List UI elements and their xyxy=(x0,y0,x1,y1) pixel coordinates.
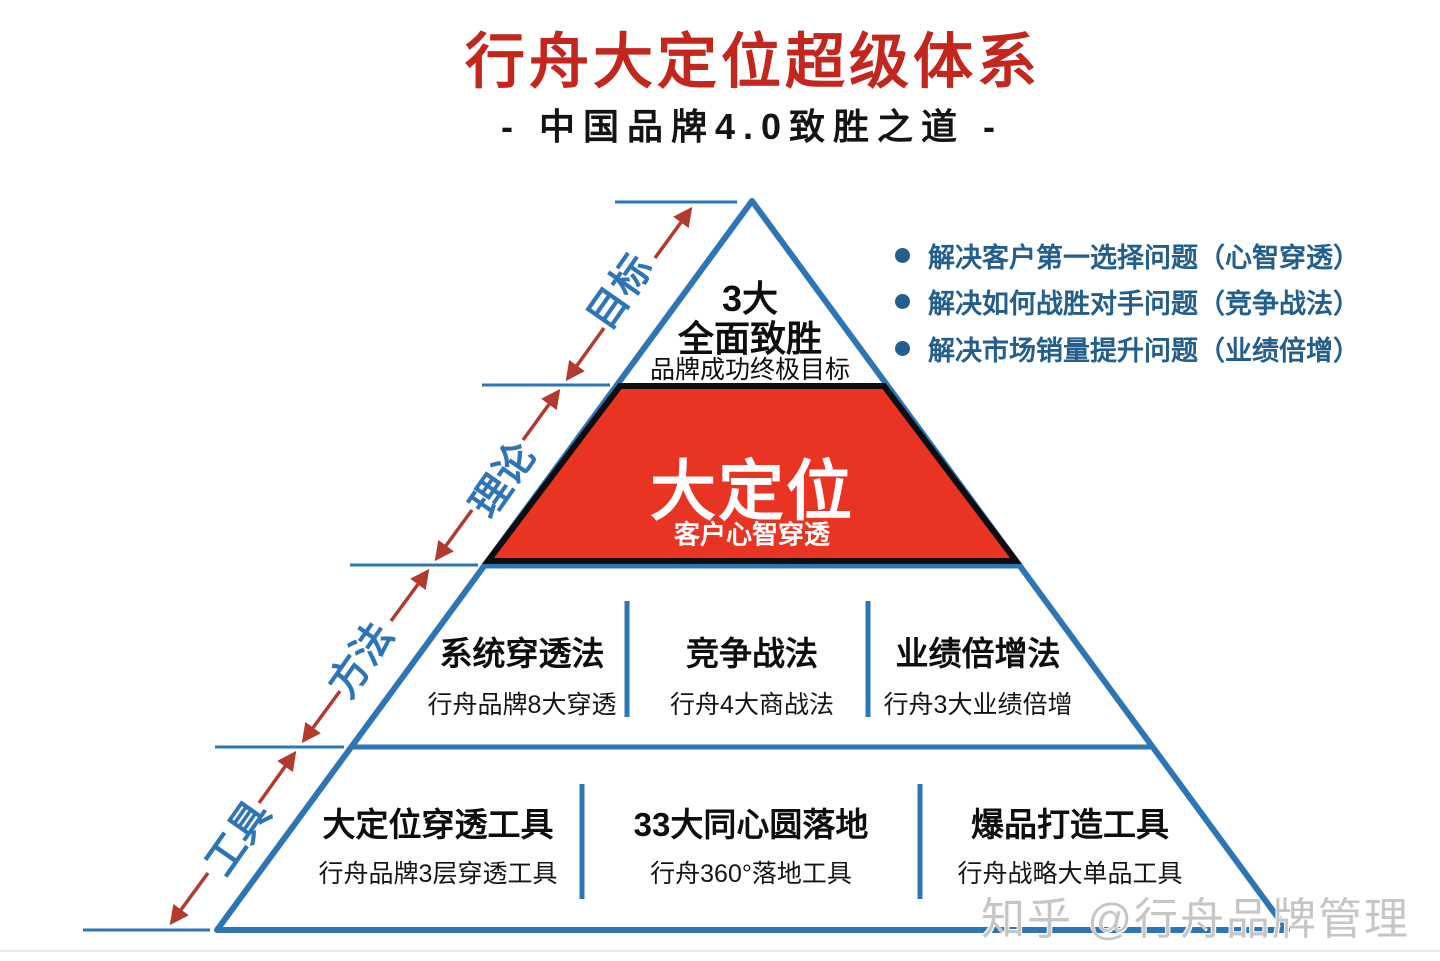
tool-caption: 行舟360°落地工具 xyxy=(650,860,852,888)
tool-caption: 行舟品牌3层穿透工具 xyxy=(318,860,558,888)
page-title: 行舟大定位超级体系 xyxy=(465,28,1041,96)
core-trapezoid xyxy=(481,383,1023,564)
method-caption: 行舟品牌8大穿透 xyxy=(427,691,617,719)
bullet-item: 解决市场销量提升问题（业绩倍增） xyxy=(895,329,1360,368)
pyramid-outline xyxy=(214,198,1290,933)
bullet-text: 解决客户第一选择问题（心智穿透） xyxy=(928,243,1360,273)
guide-arrow-down xyxy=(169,871,210,926)
guide-arrow-down xyxy=(565,326,606,382)
method-title: 竞争战法 xyxy=(686,635,818,672)
bullet-item: 解决客户第一选择问题（心智穿透） xyxy=(895,236,1360,275)
bullet-dot-icon xyxy=(895,341,910,356)
page-subtitle: - 中国品牌4.0致胜之道 - xyxy=(500,106,1004,147)
tool-title: 大定位穿透工具 xyxy=(322,806,554,843)
goal-caption: 品牌成功终极目标 xyxy=(649,356,851,384)
bullet-text: 解决如何战胜对手问题（竞争战法） xyxy=(928,289,1360,319)
guide-arrow-down xyxy=(434,508,474,562)
slide-bottom-edge xyxy=(0,950,1440,952)
method-title: 业绩倍增法 xyxy=(895,635,1061,672)
guide-arrow-down xyxy=(301,689,342,744)
bullet-dot-icon xyxy=(895,294,910,309)
goal-title-line2: 全面致胜 xyxy=(677,318,823,359)
guide-arrow-up xyxy=(389,568,430,623)
guide-arrow-up xyxy=(521,388,561,442)
method-caption: 行舟3大业绩倍增 xyxy=(883,691,1073,719)
method-title: 系统穿透法 xyxy=(439,635,605,672)
core-title: 大定位 xyxy=(650,454,854,528)
goal-title-line1: 3大 xyxy=(721,278,779,319)
bullet-text: 解决市场销量提升问题（业绩倍增） xyxy=(928,336,1360,366)
guide-arrow-up xyxy=(257,750,297,805)
bullet-dot-icon xyxy=(895,248,910,263)
method-caption: 行舟4大商战法 xyxy=(670,691,834,719)
tool-caption: 行舟战略大单品工具 xyxy=(957,860,1183,888)
core-caption: 客户心智穿透 xyxy=(673,519,831,550)
tool-title: 爆品打造工具 xyxy=(971,806,1169,843)
watermark: 知乎 @行舟品牌管理 xyxy=(981,895,1410,944)
guide-arrow-up xyxy=(653,206,693,260)
tool-title: 33大同心圆落地 xyxy=(633,806,869,843)
bullet-item: 解决如何战胜对手问题（竞争战法） xyxy=(895,282,1360,321)
